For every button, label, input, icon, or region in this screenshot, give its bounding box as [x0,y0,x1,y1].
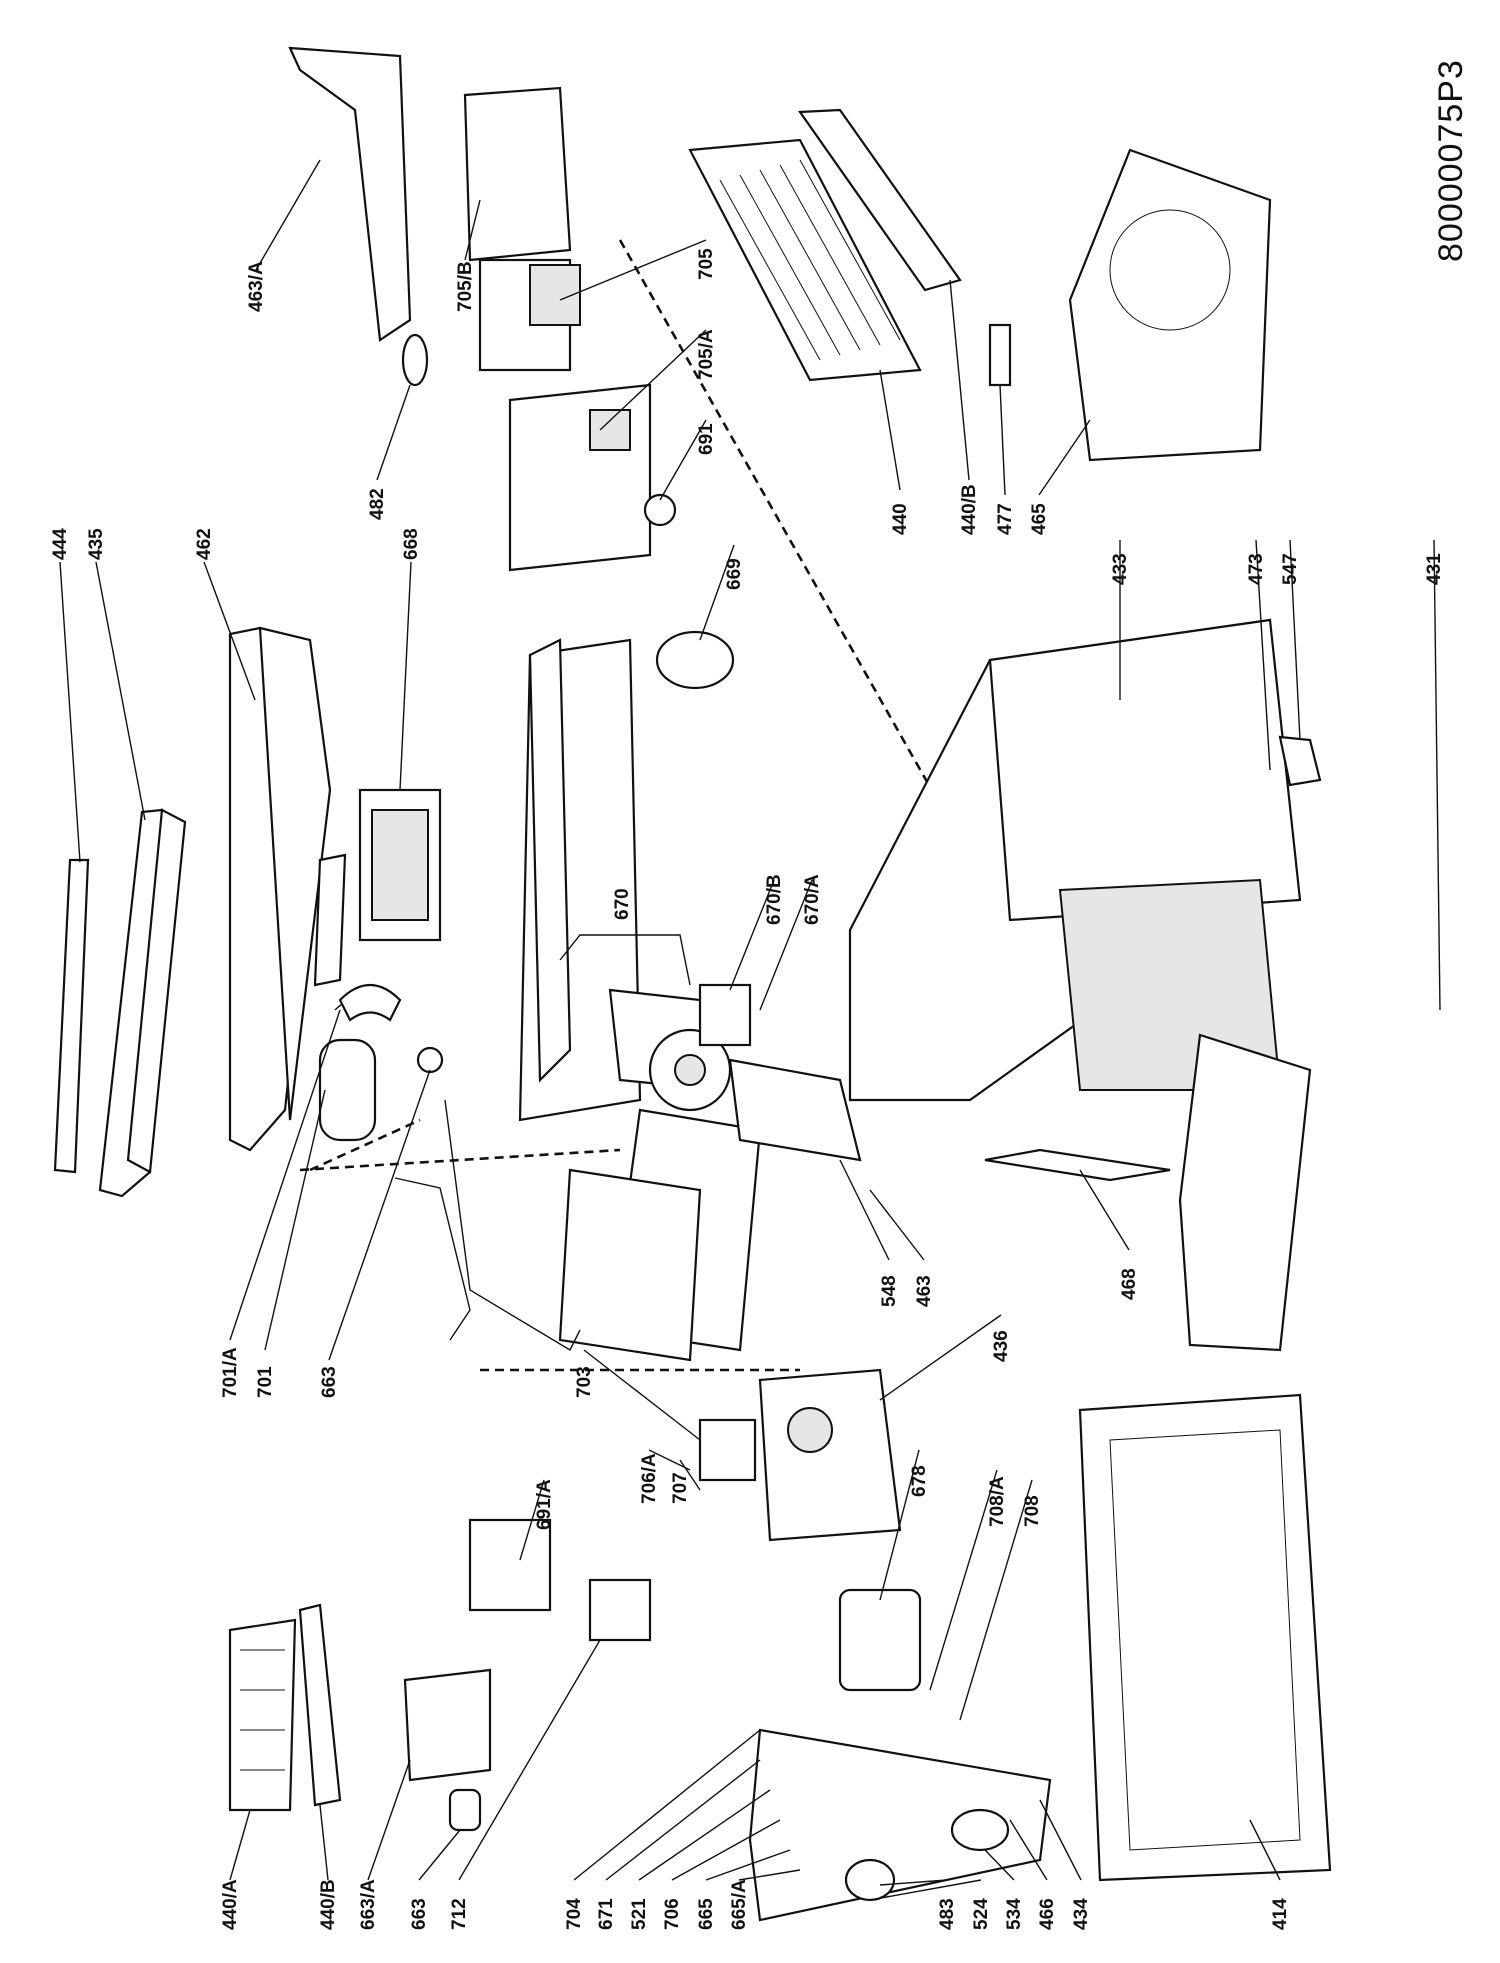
callout-414: 414 [1270,1898,1291,1930]
callout-436: 436 [991,1330,1012,1362]
callout-521: 521 [629,1898,650,1930]
guide-dashed-2 [299,1148,621,1172]
part-663-lamp-socket [448,1788,482,1832]
callout-466: 466 [1037,1898,1058,1930]
callout-440a: 440/A [220,1879,241,1930]
callout-691a: 691/A [534,1479,555,1530]
part-frame-outline [394,1099,581,1351]
callout-670: 670 [612,888,633,920]
callout-706a: 706/A [639,1453,660,1504]
callout-548: 548 [879,1275,900,1307]
part-chassis-base [518,638,762,1362]
drawing-code: 80000075P3 [1432,59,1470,262]
part-434-control-panel [748,1728,1052,1922]
part-440b-trim-bottom [298,1603,342,1807]
callout-547: 547 [1280,553,1301,585]
part-524-knob [844,1858,896,1902]
part-440b-trim-top [797,108,962,292]
callout-465: 465 [1029,503,1050,535]
part-703-switch [698,1418,757,1482]
callout-665a: 665/A [729,1879,750,1930]
callout-708a: 708/A [987,1476,1008,1527]
part-463a-duct [288,46,412,342]
callout-678: 678 [909,1465,930,1497]
callout-663-bottom: 663 [409,1898,430,1930]
part-691-thermostat [643,493,677,527]
part-463-control-bracket [728,1058,862,1162]
callout-701: 701 [255,1366,276,1398]
part-468-rail [984,1148,1171,1182]
part-670-fan-motor [648,983,752,1112]
callout-707: 707 [670,1472,691,1504]
part-435-trim [98,808,187,1198]
part-669-motor [655,630,735,690]
callout-482: 482 [367,488,388,520]
guide-dashed-3 [309,1118,421,1172]
callout-483: 483 [937,1898,958,1930]
callout-665: 665 [696,1898,717,1930]
part-534-knob [950,1808,1010,1852]
part-431-glass-tray [1178,1033,1312,1352]
callout-705a: 705/A [696,329,717,380]
callout-440: 440 [890,503,911,535]
callout-705: 705 [696,248,717,280]
part-705a-waveguide [508,383,652,572]
callout-463a: 463/A [246,261,267,312]
callout-434: 434 [1071,1898,1092,1930]
callout-435: 435 [86,528,107,560]
part-462-top-cover [228,626,332,1152]
callout-462: 462 [194,528,215,560]
part-477-clip [988,323,1012,387]
part-701a-bracket [338,984,402,1022]
callout-703: 703 [574,1366,595,1398]
part-663-fuse-holder [416,1046,444,1074]
callout-706: 706 [662,1898,683,1930]
part-414-door [1078,1393,1332,1882]
callout-712: 712 [449,1898,470,1930]
callout-labels: 444 435 462 668 482 463/A 705/B 705 705/… [50,248,1445,1930]
part-705b-shield [463,86,572,262]
callout-473: 473 [1246,553,1267,585]
callout-701a: 701/A [220,1347,241,1398]
callout-440b-top: 440/B [959,484,980,535]
part-663a-plate [403,1668,492,1782]
callout-477: 477 [995,503,1016,535]
callout-704: 704 [564,1898,585,1930]
callout-663a: 663/A [358,1879,379,1930]
part-482-lamp [401,333,429,387]
part-444-strip [53,858,90,1174]
callout-468: 468 [1119,1268,1140,1300]
part-433-cavity [848,618,1302,1102]
part-668-transformer [313,788,442,987]
part-712-board [588,1578,652,1642]
part-440a-grille [228,1618,297,1812]
part-691a-switch-assembly [468,1518,552,1612]
callout-524: 524 [971,1898,992,1930]
callout-534: 534 [1004,1898,1025,1930]
callout-705b: 705/B [455,261,476,312]
callout-440b-bottom: 440/B [318,1879,339,1930]
part-678-motor [838,1588,922,1692]
leader-lines [59,159,1441,1901]
part-465-base-plate [1068,148,1272,462]
callout-670b: 670/B [764,874,785,925]
callout-463: 463 [914,1275,935,1307]
callout-668: 668 [401,528,422,560]
callout-669: 669 [724,558,745,590]
callout-708: 708 [1022,1495,1043,1527]
callout-444: 444 [50,528,71,560]
part-705-magnetron [478,258,581,372]
part-440-grille [688,138,922,382]
part-701-capacitor [318,999,377,1142]
callout-670a: 670/A [802,874,823,925]
callout-663-mid: 663 [319,1366,340,1398]
guide-dashed-1 [618,239,962,841]
callout-691: 691 [696,423,717,455]
callout-671: 671 [596,1898,617,1930]
part-436-timer [758,1368,902,1542]
